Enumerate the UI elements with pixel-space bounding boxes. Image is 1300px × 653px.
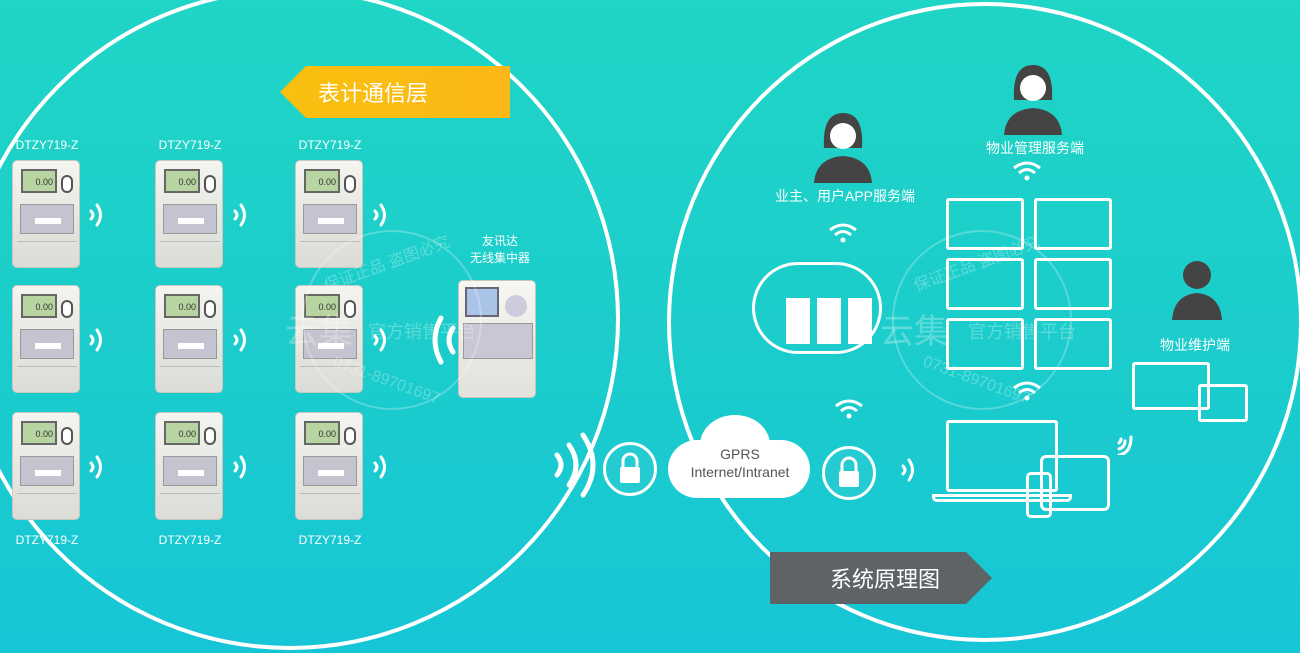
concentrator-brand: 友讯达 — [481, 234, 518, 248]
electric-meter: 0.00 — [155, 285, 223, 393]
meter-nameplate — [20, 329, 74, 359]
meter-nameplate — [20, 456, 74, 486]
meter-reading: 0.00 — [178, 177, 196, 187]
lock-icon-right — [822, 446, 876, 500]
wireless-signal-icon — [1117, 435, 1133, 455]
electric-meter: 0.00 — [155, 412, 223, 520]
meter-button — [204, 427, 216, 445]
property-manager-icon — [1004, 65, 1062, 135]
meter-reading: 0.00 — [35, 429, 53, 439]
watermark-seal — [892, 230, 1072, 410]
owner-user-icon — [814, 113, 872, 183]
wireless-signal-icon — [554, 432, 596, 498]
meter-display: 0.00 — [304, 421, 340, 445]
meter-terminal-cover — [160, 241, 220, 265]
meter-button — [344, 427, 356, 445]
service-cloud — [752, 262, 882, 354]
internet-label: Internet/Intranet — [690, 464, 790, 480]
watermark-seal — [302, 230, 482, 410]
meter-nameplate — [163, 456, 217, 486]
meter-terminal-cover — [300, 241, 360, 265]
property-mgmt-label: 物业管理服务端 — [986, 140, 1084, 156]
electric-meter: 0.00 — [295, 160, 363, 268]
meter-display: 0.00 — [164, 421, 200, 445]
meter-button — [61, 175, 73, 193]
left-circle — [0, 0, 620, 650]
meter-display: 0.00 — [164, 294, 200, 318]
meter-reading: 0.00 — [178, 302, 196, 312]
wireless-signal-icon — [89, 455, 102, 479]
meter-layer-banner: 表计通信层 — [280, 66, 510, 118]
meter-display: 0.00 — [304, 169, 340, 193]
electric-meter: 0.00 — [155, 160, 223, 268]
maintenance-tablet-icon — [1198, 384, 1248, 422]
meter-terminal-cover — [17, 366, 77, 390]
watermark-brand: 云集 — [880, 313, 948, 351]
meter-label: DTZY719-Z — [15, 533, 79, 547]
electric-meter: 0.00 — [12, 160, 80, 268]
gprs-label: GPRS — [720, 446, 760, 462]
dashboard-screen — [1034, 198, 1112, 250]
wifi-icon — [835, 399, 863, 419]
meter-button — [61, 427, 73, 445]
phone-icon — [1026, 472, 1052, 518]
wireless-signal-icon — [233, 203, 246, 227]
meter-layer-title: 表计通信层 — [318, 81, 429, 106]
meter-nameplate — [303, 456, 357, 486]
wireless-signal-icon — [901, 458, 914, 482]
meter-label: DTZY719-Z — [158, 138, 222, 152]
wireless-signal-icon — [373, 455, 386, 479]
watermark-text: 官方销售平台 — [368, 322, 476, 342]
meter-label: DTZY719-Z — [158, 533, 222, 547]
meter-terminal-cover — [160, 493, 220, 517]
concentrator-name: 无线集中器 — [469, 251, 530, 265]
owner-app-label: 业主、用户APP服务端 — [774, 188, 915, 204]
watermark-text: 官方销售平台 — [968, 322, 1076, 342]
meter-nameplate — [303, 204, 357, 234]
maintenance-user-icon — [1172, 261, 1222, 320]
meter-terminal-cover — [17, 241, 77, 265]
meter-label: DTZY719-Z — [298, 138, 362, 152]
meter-button — [204, 175, 216, 193]
meter-reading: 0.00 — [318, 177, 336, 187]
meter-label: DTZY719-Z — [15, 138, 79, 152]
meter-terminal-cover — [160, 366, 220, 390]
maintenance-label: 物业维护端 — [1160, 337, 1230, 353]
meter-terminal-cover — [300, 493, 360, 517]
wireless-signal-icon — [233, 455, 246, 479]
meter-display: 0.00 — [21, 294, 57, 318]
wireless-signal-icon — [89, 203, 102, 227]
electric-meter: 0.00 — [295, 412, 363, 520]
meter-nameplate — [163, 329, 217, 359]
electric-meter: 0.00 — [12, 285, 80, 393]
meter-display: 0.00 — [21, 169, 57, 193]
watermark-brand: 云集 — [285, 313, 353, 351]
meter-button — [344, 175, 356, 193]
lock-icon-left — [603, 442, 657, 496]
meter-button — [61, 300, 73, 318]
meter-reading: 0.00 — [318, 429, 336, 439]
electric-meter: 0.00 — [12, 412, 80, 520]
wireless-concentrator — [458, 280, 536, 398]
system-diagram-title: 系统原理图 — [830, 567, 941, 592]
meter-nameplate — [163, 204, 217, 234]
meter-reading: 0.00 — [35, 302, 53, 312]
meter-button — [204, 300, 216, 318]
meter-display: 0.00 — [21, 421, 57, 445]
wireless-signal-icon — [89, 328, 102, 352]
system-diagram-banner: 系统原理图 — [770, 552, 992, 604]
wireless-signal-icon — [233, 328, 246, 352]
meter-terminal-cover — [17, 493, 77, 517]
meter-reading: 0.00 — [35, 177, 53, 187]
tablet-icon — [1040, 455, 1110, 511]
wireless-signal-icon — [373, 203, 386, 227]
wifi-icon — [1013, 161, 1041, 181]
wifi-icon — [829, 223, 857, 243]
meter-label: DTZY719-Z — [298, 533, 362, 547]
meter-nameplate — [20, 204, 74, 234]
meter-reading: 0.00 — [178, 429, 196, 439]
meter-display: 0.00 — [164, 169, 200, 193]
